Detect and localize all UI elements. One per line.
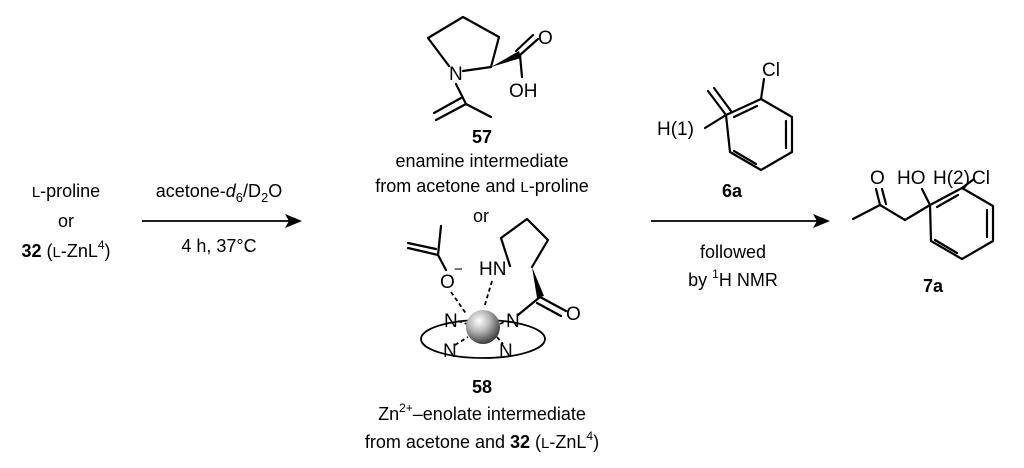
compound-57-number: 57 [472,127,492,147]
benzene-double-3-7a [935,193,960,209]
bond-ch2-double-58 [406,241,438,251]
compound-57-label-2: from acetone and L-proline [375,176,588,196]
zinc-ion-sphere [466,310,500,344]
bond-c-o-double-6a [712,86,733,113]
bond-methyl-58 [436,224,443,257]
wedge-bond-57 [491,51,521,67]
bond-ch2-7a [878,203,907,222]
bond-ch2-double-57 [432,96,463,115]
compound-58-label-2: from acetone and 32 (L-ZnL4) [365,429,599,452]
bond-h-c-6a [703,113,728,130]
bond-c-oh-57 [518,53,524,79]
benzene-double-2-7a [933,238,959,255]
benzene-ring-7a [928,186,995,261]
atom-o-58: O [440,272,455,293]
benzene-double-3-6a [732,104,759,119]
benzene-double-2-6a [732,149,758,166]
bond-ch2-58 [406,246,440,257]
arrow-2-label-1: followed [700,242,766,262]
compound-57-label-1: enamine intermediate [395,151,568,171]
bond-c-o-double-7a [880,187,888,206]
atom-o-7a: O [870,168,885,189]
dashed-n2-zn [499,320,507,325]
compound-58-number: 58 [472,377,492,397]
bond-c-o-double-58b [535,301,563,318]
arrow-1-head [285,214,302,228]
atom-n-bottom-right-58: N [499,341,513,362]
bond-c-o-7a [874,187,882,207]
arrow-1-conditions-bottom: 4 h, 37°C [181,236,256,256]
bond-n-c2-57 [461,65,493,73]
bond-ch2-57 [434,102,468,122]
bond-c-o-double-57 [514,33,535,53]
bond-c-oh-7a [920,187,932,207]
left-reagent-block: L-proline or 32 (L-ZnL4) [21,181,110,261]
atom-hn-58: HN [479,259,506,280]
atom-o-57: O [538,28,553,49]
bond-c-o-57 [518,37,540,57]
compound-58-label-1: Zn2+–enolate intermediate [378,401,586,424]
atom-n-left-58: N [444,311,458,332]
bond-methyl-7a [851,203,882,221]
structure-6a: H(1) Cl 6a [657,60,794,201]
atom-n-bottom-left-58: N [443,341,457,362]
reaction-arrow-1: acetone-d6/D2O 4 h, 37°C [142,181,302,256]
benzene-ring-6a [724,97,794,172]
bond-n-vinyl-57 [454,82,468,106]
wedge-bond-58 [532,267,544,298]
structure-58: O − HN O N N N N 58 Zn2+–enolate interme… [365,217,599,452]
bond-ch-7a [903,203,932,222]
dashed-o-zn-58 [450,291,468,316]
atom-h2-7a: H(2) [933,168,970,189]
atom-cl-6a: Cl [762,60,780,81]
dashed-n1-zn [457,320,468,325]
l-proline-label: L-proline [32,181,100,201]
atom-cl-7a: Cl [972,168,990,189]
bond-c-o-6a [706,89,728,117]
pyrrolidine-ring-57 [426,15,501,69]
reaction-arrow-2: followed by 1H NMR [651,214,830,290]
compound-6a-number: 6a [722,181,743,201]
bond-c-o-58b [538,295,568,313]
bond-c-n-58 [516,295,542,317]
bond-c-o-58 [436,253,448,272]
atom-oh-57: OH [509,81,538,102]
dashed-n3-zn [454,336,469,346]
bond-methyl-57 [464,102,493,119]
arrow-1-conditions-top: acetone-d6/D2O [156,181,283,205]
dashed-n4-zn [496,336,504,345]
atom-n-57: N [449,64,463,85]
or-left: or [58,211,74,231]
compound-7a-number: 7a [923,276,944,296]
bond-c-cl-6a [759,77,766,101]
pyrrolidine-ring-58 [499,217,550,269]
or-middle: or [473,206,489,226]
atom-o2-58: O [566,304,581,325]
atom-n-right-58: N [506,311,520,332]
atom-ho-7a: HO [897,168,926,189]
dashed-hn-zn-58 [483,280,493,309]
arrow-2-label-2: by 1H NMR [688,267,778,290]
atom-minus-58: − [454,261,463,278]
catalyst-32-label: 32 (L-ZnL4) [21,238,110,261]
bond-c-cl-7a [960,177,976,190]
structure-7a: O HO H(2) Cl 7a [851,168,995,296]
arrow-2-head [813,214,830,228]
atom-h1-6a: H(1) [657,119,694,140]
structure-57: O OH N 57 enamine intermediate from acet… [375,15,589,196]
